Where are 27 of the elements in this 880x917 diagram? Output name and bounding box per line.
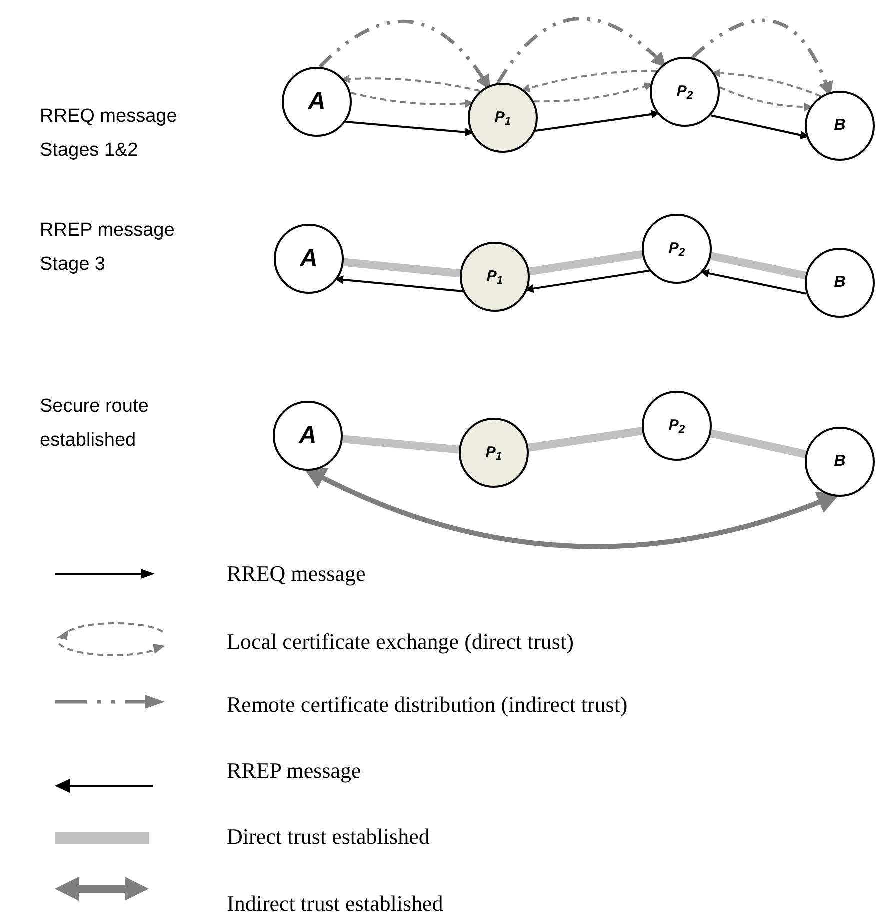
stage-label: RREQ message Stages 1&2 [40,105,178,163]
arrow [525,270,650,293]
trust-line [710,252,807,280]
trust-line [710,430,807,458]
legend-label: Local certificate exchange (direct trust) [227,628,574,656]
legend-label: Indirect trust established [227,890,444,917]
arrow [700,269,807,295]
stage-label: Secure route established [40,395,150,453]
legend-label: Remote certificate distribution (indirect trust) [227,691,628,719]
dashed-arrow [712,69,822,98]
arrow [334,276,464,292]
dashed-arrow [719,86,813,112]
dashed-arrow [522,70,657,92]
trust-line [528,427,643,452]
legend-label: RREQ message [227,560,366,588]
legend-label: Direct trust established [227,823,430,851]
dash-dot-arrow [496,17,667,84]
trust-line [342,435,460,454]
legend-label: RREP message [227,757,362,785]
dashed-arrow [341,74,481,92]
arrow [346,121,474,137]
dashed-arrow [350,92,474,108]
double-arrow [303,468,840,550]
arrow [535,110,660,132]
stage-label: RREP message Stage 3 [40,219,176,277]
trust-line [528,250,644,276]
trust-line [343,258,461,278]
